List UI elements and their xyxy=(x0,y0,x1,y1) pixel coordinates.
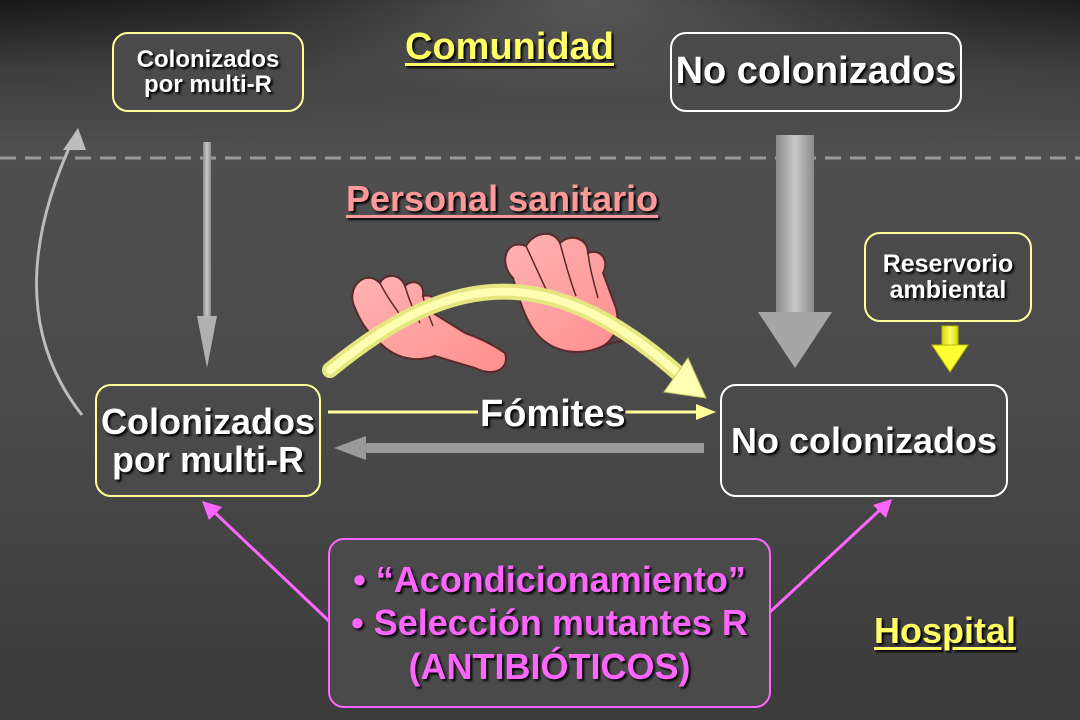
hospital-colonized-line2: por multi-R xyxy=(112,438,304,480)
hospital-return-arrow-shaft xyxy=(360,443,704,453)
antibiotic-line-antibiotics: (ANTIBIÓTICOS) xyxy=(408,645,691,687)
community-title: Comunidad xyxy=(405,26,614,68)
hospital-colonized-box: Colonizados por multi-R xyxy=(95,384,321,497)
community-noncolonized-label: No colonizados xyxy=(675,50,957,93)
community-to-hospital-noncolonized-arrow-shaft xyxy=(776,135,814,315)
hands-transmission-arrowhead xyxy=(663,356,707,399)
community-colonized-line1: Colonizados xyxy=(136,45,280,73)
antibiotic-to-noncolonized-arrow xyxy=(768,506,884,614)
return-to-community-arrow xyxy=(35,134,84,416)
healthcare-staff-title: Personal sanitario xyxy=(346,178,659,219)
community-colonized-box: Colonizados por multi-R xyxy=(112,32,304,112)
antibiotic-box: • “Acondicionamiento” • Selección mutant… xyxy=(328,538,771,708)
fomites-label: Fómites xyxy=(480,393,626,435)
hospital-noncolonized-label: No colonizados xyxy=(730,419,997,461)
community-to-hospital-colonized-arrow-shaft xyxy=(203,142,211,318)
antibiotic-to-noncolonized-arrowhead xyxy=(873,499,892,518)
reservoir-line2: ambiental xyxy=(889,276,1007,304)
return-to-community-arrowhead xyxy=(63,128,86,150)
community-colonized-line2: por multi-R xyxy=(144,71,272,98)
fomites-arrowhead xyxy=(696,404,716,420)
hospital-noncolonized-box: No colonizados xyxy=(720,384,1008,497)
reservoir-arrowhead xyxy=(931,344,969,373)
antibiotic-to-colonized-arrowhead xyxy=(202,501,222,520)
reservoir-line1: Reservorio xyxy=(882,249,1014,278)
hospital-title: Hospital xyxy=(874,610,1017,651)
antibiotic-bullet-conditioning: • “Acondicionamiento” xyxy=(353,559,746,601)
reservoir-box: Reservorio ambiental xyxy=(864,232,1032,322)
community-to-hospital-colonized-arrowhead xyxy=(197,316,217,368)
hospital-colonized-line1: Colonizados xyxy=(101,400,315,442)
community-to-hospital-noncolonized-arrowhead xyxy=(758,312,832,368)
hospital-return-arrowhead xyxy=(334,436,366,460)
antibiotic-to-colonized-arrow xyxy=(210,508,332,624)
antibiotic-bullet-selection: • Selección mutantes R xyxy=(351,602,748,644)
community-noncolonized-box: No colonizados xyxy=(670,32,962,112)
